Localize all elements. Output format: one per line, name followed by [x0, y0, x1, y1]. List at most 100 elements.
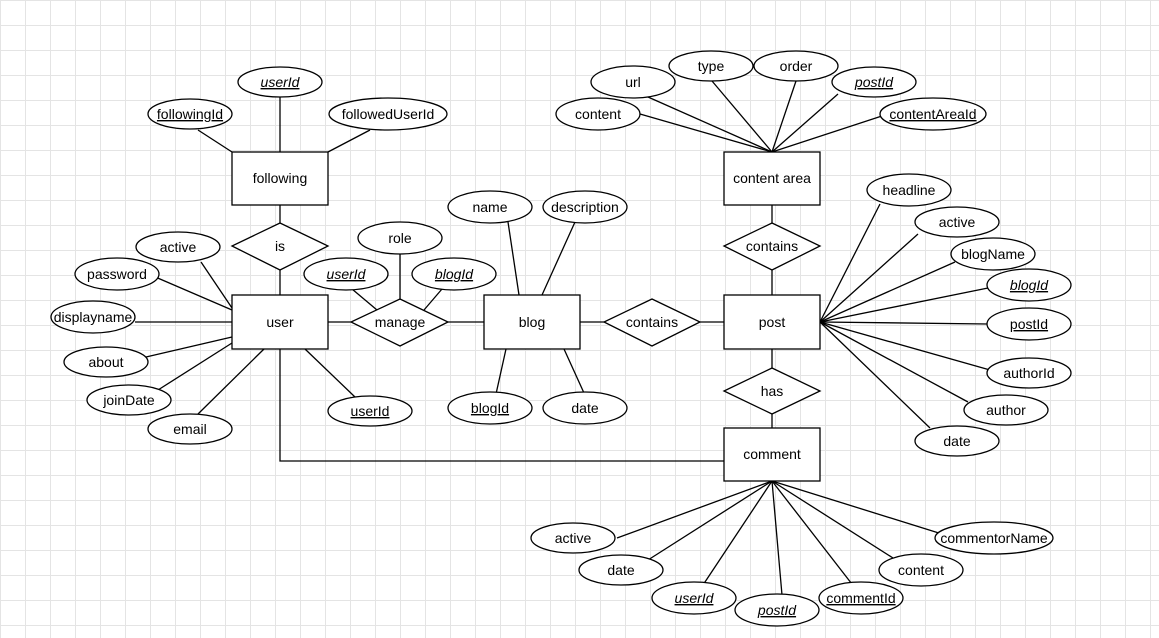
connector-line: [639, 113, 773, 153]
attribute-comment-postid[interactable]: [734, 593, 820, 627]
connector-line: [157, 342, 233, 391]
attribute-content-area-postid[interactable]: [831, 66, 917, 98]
attribute-comment-date[interactable]: [578, 554, 664, 586]
attribute-label: role: [388, 230, 412, 246]
connector-line: [616, 480, 773, 539]
connector-line: [152, 275, 233, 311]
entity-label-blog: blog: [519, 314, 545, 330]
entities: following user blog post content area co…: [231, 151, 821, 482]
entity-following[interactable]: [231, 151, 329, 206]
connector-line: [563, 348, 585, 394]
connector-line: [200, 261, 233, 309]
connector-line: [771, 480, 783, 596]
attribute-post-headline[interactable]: [866, 173, 952, 207]
relationship-contains-area-post[interactable]: [722, 222, 822, 271]
attribute-post-blogid[interactable]: [986, 268, 1072, 302]
attribute-post-date[interactable]: [914, 425, 1000, 457]
attribute-label: postId: [757, 602, 797, 618]
connector-line: [423, 288, 443, 311]
attribute-post-active[interactable]: [914, 206, 1000, 238]
connector-line: [197, 348, 265, 415]
attribute-content-area-contentareaid[interactable]: [879, 97, 987, 131]
attribute-following-followingid[interactable]: [147, 98, 233, 130]
attribute-label: contentAreaId: [889, 106, 976, 122]
attribute-content-area-content[interactable]: [555, 97, 641, 131]
attribute-content-area-order[interactable]: [753, 50, 839, 82]
attribute-blog-date[interactable]: [542, 391, 628, 425]
connector-line: [819, 203, 881, 323]
connector-line: [819, 261, 956, 323]
connector-line: [771, 480, 943, 535]
connector-line: [647, 480, 773, 561]
entity-blog[interactable]: [483, 294, 581, 350]
entity-user[interactable]: [231, 294, 329, 350]
attribute-following-userid[interactable]: [237, 66, 323, 98]
relationship-label-has: has: [761, 383, 784, 399]
connector-line: [819, 321, 991, 371]
relationship-is[interactable]: [230, 222, 330, 271]
entity-comment[interactable]: [723, 427, 821, 482]
attribute-label: author: [986, 402, 1026, 418]
connector-line: [145, 336, 233, 358]
attribute-content-area-url[interactable]: [590, 65, 676, 99]
attribute-label: content: [575, 106, 621, 122]
attribute-label: active: [939, 214, 976, 230]
attribute-label: date: [607, 562, 634, 578]
attribute-label: date: [943, 433, 970, 449]
relationship-manage[interactable]: [349, 298, 450, 347]
attribute-user-joindate[interactable]: [86, 384, 172, 416]
attribute-label: commentorName: [940, 530, 1048, 546]
attribute-blog-name[interactable]: [447, 190, 533, 224]
attribute-label: authorId: [1003, 365, 1054, 381]
attribute-comment-userid[interactable]: [651, 581, 737, 615]
attribute-label: active: [555, 530, 592, 546]
relationship-contains-blog-post[interactable]: [602, 298, 702, 347]
connector-line: [495, 348, 507, 395]
attribute-post-postid[interactable]: [986, 307, 1072, 341]
connector-line: [304, 348, 356, 398]
attribute-comment-commentid[interactable]: [818, 581, 904, 615]
attribute-label: userId: [261, 74, 301, 90]
attribute-manage-blogid[interactable]: [411, 257, 497, 291]
attribute-label: postId: [854, 74, 894, 90]
connector-line: [771, 480, 894, 559]
attribute-manage-role[interactable]: [357, 221, 443, 255]
attribute-user-email[interactable]: [147, 413, 233, 445]
attribute-label: description: [551, 199, 619, 215]
entity-post[interactable]: [723, 294, 821, 350]
attribute-blog-description[interactable]: [542, 190, 628, 224]
attribute-manage-userid[interactable]: [303, 257, 389, 291]
attribute-label: url: [625, 74, 641, 90]
connector-line: [819, 321, 931, 429]
entity-content-area[interactable]: [723, 151, 821, 206]
attribute-blog-blogid[interactable]: [447, 391, 533, 425]
attribute-user-displayname[interactable]: [50, 300, 136, 334]
relationship-has[interactable]: [722, 367, 822, 415]
relationship-label-contains-blog-post: contains: [626, 314, 678, 330]
connector-line: [702, 480, 773, 586]
attribute-label: userId: [351, 403, 390, 419]
connector-line: [819, 287, 989, 323]
attribute-label: userId: [327, 266, 367, 282]
connector-line: [647, 96, 773, 153]
attribute-comment-commentorname[interactable]: [934, 521, 1054, 555]
attribute-label: followedUserId: [342, 106, 435, 122]
attribute-user-active[interactable]: [135, 231, 221, 263]
attribute-post-blogname[interactable]: [950, 237, 1036, 271]
attribute-user-about[interactable]: [63, 346, 149, 378]
relationships: is manage contains contains has: [230, 222, 822, 415]
attribute-following-followeduserid[interactable]: [328, 97, 448, 131]
connector-lines: [135, 80, 991, 596]
attribute-post-authorid[interactable]: [986, 357, 1072, 389]
attribute-label: blogId: [435, 266, 474, 282]
attribute-comment-content[interactable]: [878, 553, 964, 587]
attribute-user-userid[interactable]: [327, 395, 413, 427]
connector-line: [771, 480, 856, 589]
attribute-post-author[interactable]: [963, 394, 1049, 426]
attribute-comment-active[interactable]: [530, 522, 616, 554]
attribute-user-password[interactable]: [74, 257, 160, 291]
connector-line: [819, 233, 919, 323]
attribute-content-area-type[interactable]: [668, 50, 754, 82]
attribute-label: password: [87, 266, 147, 282]
